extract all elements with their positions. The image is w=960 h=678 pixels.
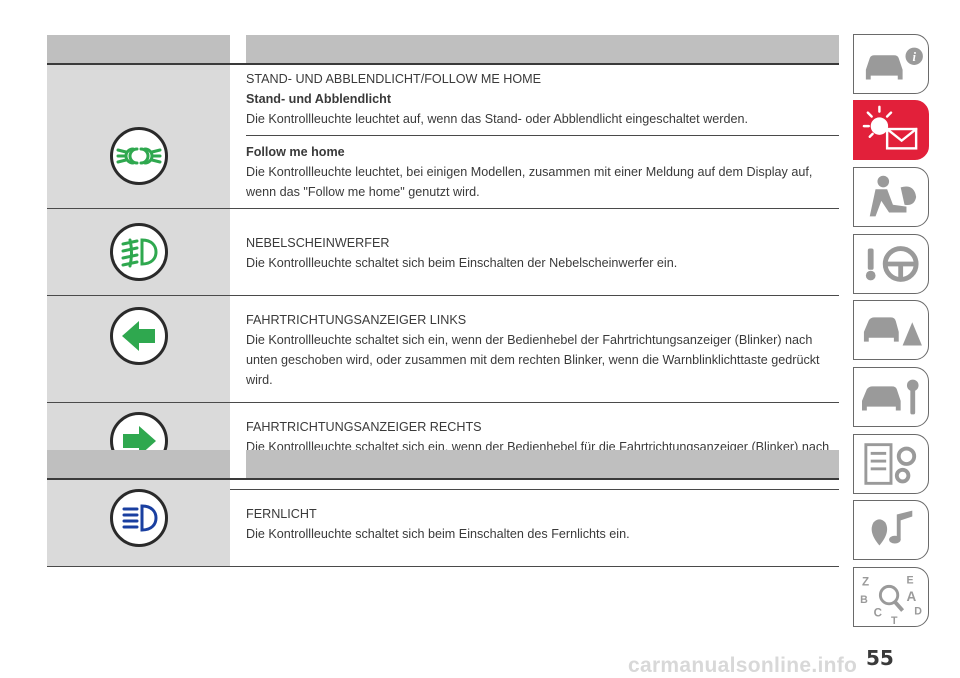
accident-icon bbox=[863, 317, 922, 346]
row-title: STAND- UND ABBLENDLICHT/FOLLOW ME HOME bbox=[246, 72, 542, 86]
svg-text:B: B bbox=[860, 594, 868, 606]
alphabet-search-icon: Z E B A C D T bbox=[860, 574, 922, 626]
row-subtitle: Stand- und Abblendlicht bbox=[246, 92, 392, 106]
svg-text:A: A bbox=[906, 589, 916, 604]
svg-text:D: D bbox=[914, 605, 922, 617]
side-lights-icon bbox=[110, 127, 168, 185]
seat-airbag-icon bbox=[869, 175, 917, 217]
svg-text:i: i bbox=[912, 50, 916, 64]
table-row: STAND- UND ABBLENDLICHT/FOLLOW ME HOME S… bbox=[47, 65, 839, 209]
arrow-left-icon bbox=[110, 307, 168, 365]
warning-lights-table-1: STAND- UND ABBLENDLICHT/FOLLOW ME HOME S… bbox=[47, 35, 839, 490]
row-title: NEBELSCHEINWERFER bbox=[246, 236, 390, 250]
car-info-tab[interactable]: i bbox=[853, 34, 929, 94]
high-beam-icon bbox=[110, 489, 168, 547]
table-row: FERNLICHT Die Kontrollleuchte schaltet s… bbox=[47, 480, 839, 567]
row-title: FAHRTRICHTUNGSANZEIGER LINKS bbox=[246, 313, 467, 327]
emergency-tab[interactable] bbox=[853, 300, 929, 360]
row-subtitle-follow-me-home: Follow me home bbox=[246, 145, 345, 159]
row-title: FERNLICHT bbox=[246, 507, 317, 521]
svg-text:T: T bbox=[891, 615, 898, 626]
technical-data-tab[interactable] bbox=[853, 434, 929, 494]
index-tab[interactable]: Z E B A C D T bbox=[853, 567, 929, 627]
row-title: FAHRTRICHTUNGSANZEIGER RECHTS bbox=[246, 420, 482, 434]
warning-lights-tab[interactable] bbox=[853, 100, 929, 160]
warning-light-envelope-icon bbox=[862, 105, 918, 150]
car-info-icon: i bbox=[865, 47, 923, 80]
table-header bbox=[47, 450, 839, 480]
row-text: Die Kontrollleuchte schaltet sich ein, w… bbox=[246, 333, 820, 387]
svg-text:E: E bbox=[906, 574, 913, 586]
row-text-follow-me-home: Die Kontrollleuchte leuchtet, bei einige… bbox=[246, 165, 813, 199]
car-wrench-icon bbox=[862, 379, 919, 415]
warning-lights-table-2: FERNLICHT Die Kontrollleuchte schaltet s… bbox=[47, 450, 839, 567]
steering-wheel-icon bbox=[865, 246, 919, 282]
list-gear-icon bbox=[864, 443, 917, 485]
music-note-icon bbox=[871, 510, 913, 546]
svg-text:C: C bbox=[874, 606, 883, 619]
watermark-text: carmanualsonline.info bbox=[628, 654, 858, 677]
row-text: Die Kontrollleuchte leuchtet auf, wenn d… bbox=[246, 112, 748, 126]
multimedia-tab[interactable] bbox=[853, 500, 929, 560]
driving-tab[interactable] bbox=[853, 234, 929, 294]
page-number: 55 bbox=[866, 646, 894, 670]
row-text: Die Kontrollleuchte schaltet sich beim E… bbox=[246, 527, 630, 541]
table-row: FAHRTRICHTUNGSANZEIGER LINKS Die Kontrol… bbox=[47, 296, 839, 403]
safety-tab[interactable] bbox=[853, 167, 929, 227]
fog-light-icon bbox=[110, 223, 168, 281]
svg-text:Z: Z bbox=[862, 575, 869, 588]
table-row: NEBELSCHEINWERFER Die Kontrollleuchte sc… bbox=[47, 209, 839, 296]
table-header bbox=[47, 35, 839, 65]
maintenance-tab[interactable] bbox=[853, 367, 929, 427]
row-text: Die Kontrollleuchte schaltet sich beim E… bbox=[246, 256, 678, 270]
